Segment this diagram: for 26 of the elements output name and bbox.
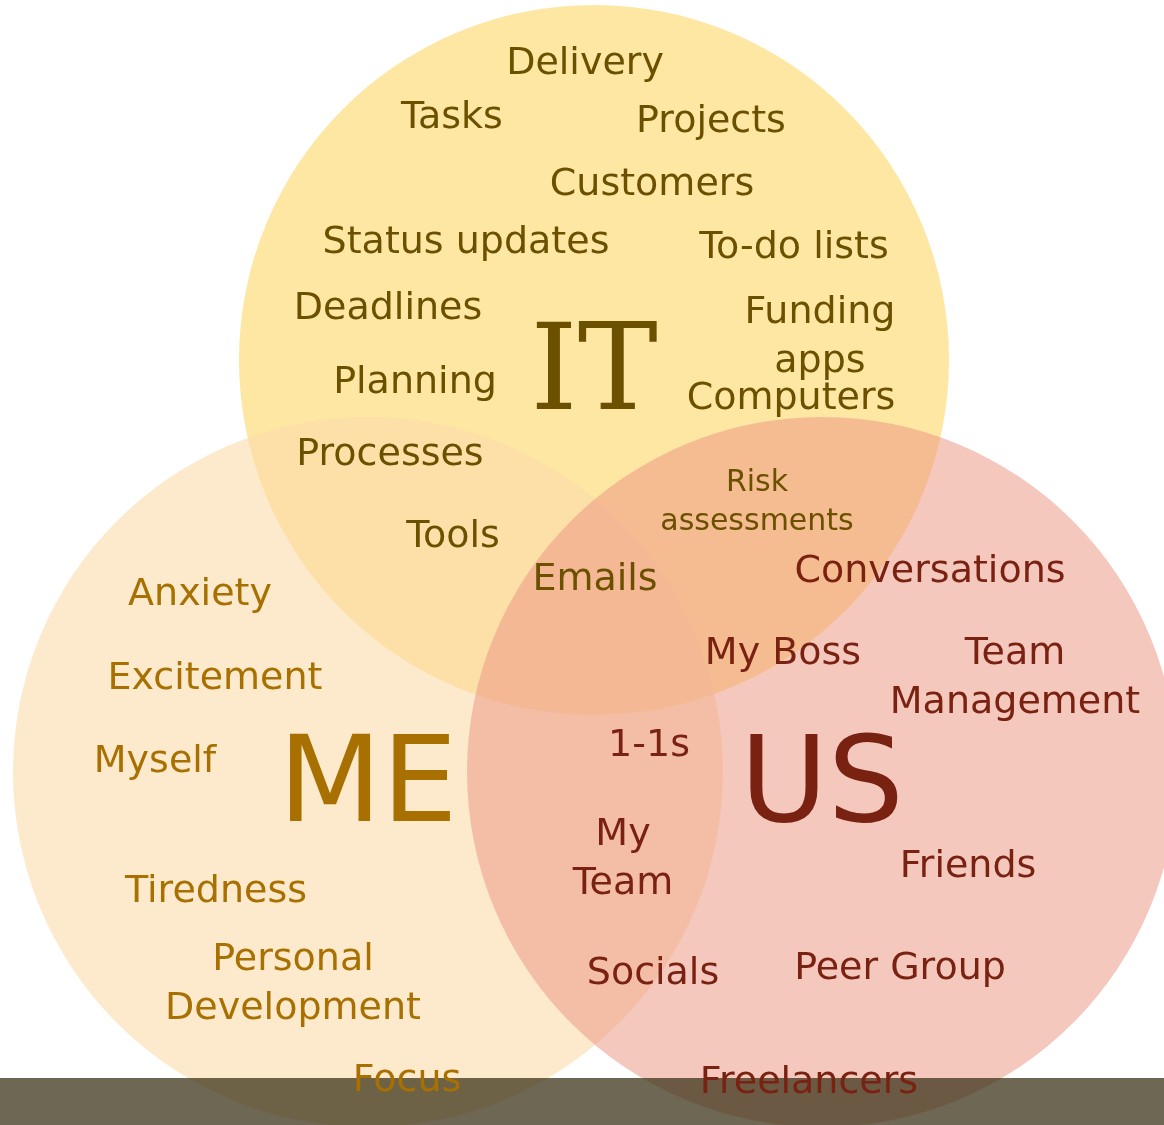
term-label: My Team <box>571 808 675 905</box>
term-label: Friends <box>899 841 1037 889</box>
term-label: Conversations <box>794 546 1066 594</box>
circle-title: IT <box>530 308 658 428</box>
term-label: Peer Group <box>794 943 1006 991</box>
term-label: Planning <box>333 357 497 405</box>
term-label: Tools <box>406 511 500 559</box>
term-label: Anxiety <box>128 569 272 617</box>
term-label: Deadlines <box>293 283 483 331</box>
term-label: Customers <box>549 159 755 207</box>
circle-title: ME <box>278 720 458 840</box>
term-label: Tasks <box>401 92 503 140</box>
term-label: Myself <box>93 736 217 784</box>
term-label: Processes <box>296 429 484 477</box>
term-label: Status updates <box>322 217 610 265</box>
term-label: To-do lists <box>699 222 889 270</box>
term-label: 1-1s <box>608 720 690 768</box>
term-label: Delivery <box>506 38 664 86</box>
term-label: Excitement <box>107 653 323 701</box>
term-label: Risk assessments <box>659 462 855 539</box>
term-label: Emails <box>532 554 658 602</box>
term-label: My Boss <box>704 628 862 676</box>
term-label: Socials <box>586 948 720 996</box>
term-label: Tiredness <box>125 866 307 914</box>
term-label: Projects <box>636 96 786 144</box>
term-label: Personal Development <box>164 933 422 1030</box>
